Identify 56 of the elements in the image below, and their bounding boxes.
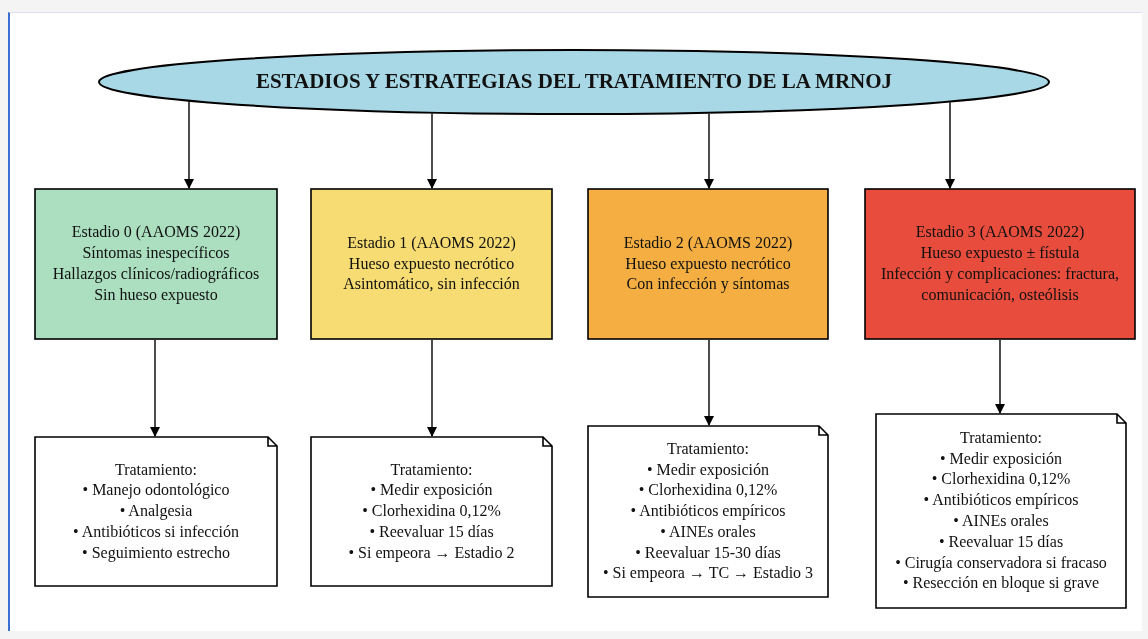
treatment-item: • Clorhexidina 0,12% [638,480,778,501]
treatment-heading: Tratamiento: [390,459,473,480]
stage-heading: Estadio 1 (AAOMS 2022) [347,232,516,254]
treatment-item: • Reevaluar 15 días [938,531,1064,552]
treatment-item: • Cirugía conservadora si fracaso [895,552,1107,574]
treatment-item: • Antibióticos empíricos [923,490,1079,511]
stage-box [310,188,553,340]
stage-description: Con infección y síntomas [626,274,790,295]
treatment-note [34,436,278,587]
treatment-item: • Medir exposición [370,480,493,501]
treatment-item: • Reevaluar 15 días [369,521,494,542]
treatment-item: • Si empeora → Estadio 2 [348,542,515,564]
stage-description: Síntomas inespecíficos [82,243,230,264]
treatment-heading: Tratamiento: [959,427,1043,448]
treatment-item: • Clorhexidina 0,12% [362,501,501,522]
stage-description: Infección y complicaciones: fractura, comunicación, osteólisis [879,264,1121,305]
stage-description: Hueso expuesto necrótico [348,253,515,275]
treatment-item: • Si empeora → TC → Estadio 3 [602,563,814,584]
treatment-item: • Medir exposición [940,448,1062,470]
arrow [427,112,437,189]
title-ellipse [98,49,1050,115]
arrow [995,339,1005,414]
stage-description: Hallazgos clínicos/radiográficos [52,264,260,285]
stage-description: Asintomático, sin infección [343,274,520,295]
treatment-note [587,425,829,598]
stage-description: Hueso expuesto ± fístula [920,243,1080,264]
stage-box [864,188,1136,340]
stage-box [34,188,278,340]
treatment-item: • Reevaluar 15-30 días [635,542,781,563]
treatment-note [875,413,1127,609]
stage-heading: Estadio 2 (AAOMS 2022) [623,232,793,254]
treatment-item: • Clorhexidina 0,12% [931,469,1071,490]
arrow [704,112,714,189]
stage-heading: Estadio 0 (AAOMS 2022) [71,222,241,243]
treatment-heading: Tratamiento: [114,459,198,480]
stage-description: Sin hueso expuesto [94,284,218,306]
arrow [427,339,437,437]
arrow [150,339,160,437]
treatment-item: • Antibióticos si infección [73,521,239,542]
treatment-item: • Antibióticos empíricos [630,501,786,522]
arrow [945,101,955,189]
treatment-item: • Analgesia [119,501,193,522]
treatment-item: • AINEs orales [660,521,756,542]
stage-description: Hueso expuesto necrótico [625,253,791,275]
treatment-item: • Resección en bloque si grave [902,573,1100,594]
arrow [704,339,714,426]
treatment-item: • Seguimiento estrecho [82,542,230,564]
treatment-item: • Medir exposición [647,459,769,481]
treatment-heading: Tratamiento: [666,438,750,459]
ellipse-label: ESTADIOS Y ESTRATEGIAS DEL TRATAMIENTO DE LA MRNOJ [255,68,893,96]
stage-heading: Estadio 3 (AAOMS 2022) [915,222,1085,243]
treatment-item: • AINEs orales [953,511,1049,531]
treatment-item: • Manejo odontológico [82,480,230,501]
stage-box [587,188,829,340]
arrow [184,100,194,189]
treatment-note [310,436,553,587]
